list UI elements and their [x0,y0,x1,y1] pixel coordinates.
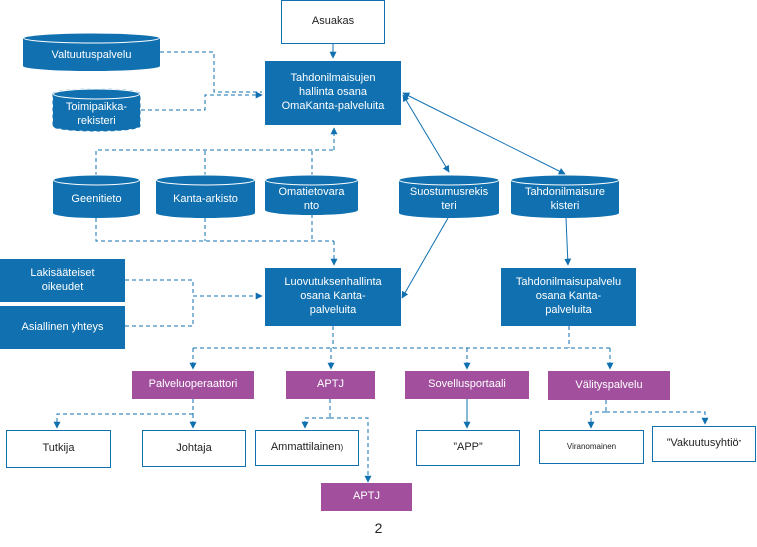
ammattilainen-suffix: ) [340,443,344,452]
dashed-to-aptj2 [330,417,372,483]
dashed-geenitieto-up [95,149,334,176]
geenitieto-db: Geenitieto [52,174,141,219]
dashed-valtuutus-to-hallinta [160,51,262,93]
toimipaikkarekisteri-label: Toimipaikka- rekisteri [65,101,128,127]
asiallinen-yhteys-node: Asiallinen yhteys [0,306,125,349]
toimipaikkarekisteri-db: Toimipaikka- rekisteri [52,88,141,132]
arrow-hallinta-suostumus [402,94,450,173]
kanta-arkisto-label: Kanta-arkisto [173,193,238,205]
luovutuksenhallinta-node: Luovutuksenhallinta osana Kanta- palvelu… [265,268,401,326]
omatietovaranto-db: Omatietovara nto [264,174,359,216]
ammattilainen-label: Ammattilainen [270,441,341,454]
tahdonilmaisupalvelu-node: Tahdonilmaisupalvelu osana Kanta- palvel… [501,268,636,326]
dashed-to-tutkija [53,413,193,429]
tutkija-node: Tutkija [6,430,111,468]
tahdonilmaisurekisteri-db: Tahdonilmaisure kisteri [510,174,620,219]
palveluoperaattori-node: Palveluoperaattori [132,371,254,399]
arrow-suostumus-to-luovutus [401,217,449,299]
vakuutusyhtio-suffix: ” [738,439,742,448]
dashed-laki-to-luovutus [125,279,263,300]
valtuutuspalvelu-label: Valtuutuspalvelu [51,49,132,61]
arrow-hallinta-tahdonilmaisure [402,92,566,175]
suostumusrekisteri-label: Suostumusrekis teri [409,186,489,212]
dashed-to-viranomainen [587,411,606,429]
aptj-2-node: APTJ [321,483,412,511]
aptj-node: APTJ [286,371,375,399]
johtaja-node: Johtaja [142,430,246,467]
viranomainen-label: Viranomainen [566,442,617,451]
dashed-asiallinen-to-luovutus [125,296,194,327]
page-number: 2 [374,520,383,536]
suostumusrekisteri-db: Suostumusrekis teri [398,174,500,219]
ammattilainen-node: Ammattilainen) [255,430,359,466]
sovellusportaali-node: Sovellusportaali [405,371,529,399]
omatietovaranto-label: Omatietovara nto [278,186,345,212]
asiakas-node: Asuakas [281,0,385,44]
dashed-to-vakuutus [606,411,709,425]
dashed-geenitieto-down [95,218,334,242]
vakuutusyhtio-node: ”Vakuutusyhtiö” [652,426,756,462]
app-node: ”APP” [416,430,520,466]
valtuutuspalvelu-db: Valtuutuspalvelu [22,32,161,72]
geenitieto-label: Geenitieto [71,193,122,205]
tahdonilmaisurekisteri-label: Tahdonilmaisure kisteri [524,186,606,212]
viranomainen-node: Viranomainen [539,430,644,464]
tahdonilmaisujen-hallinta-node: Tahdonilmaisujen hallinta osana OmaKanta… [265,61,401,125]
arrow-rekisteri-to-palvelu [564,217,572,266]
kanta-arkisto-db: Kanta-arkisto [155,174,256,219]
dashed-to-ammattilainen [301,417,330,429]
dashed-toimipaikka-to-hallinta [141,91,263,111]
lakisaateiset-oikeudet-node: Lakisääteiset oikeudet [0,259,125,302]
valityspalvelu-node: Välityspalvelu [548,371,670,400]
vakuutusyhtio-label: ”Vakuutusyhtiö [666,437,739,450]
